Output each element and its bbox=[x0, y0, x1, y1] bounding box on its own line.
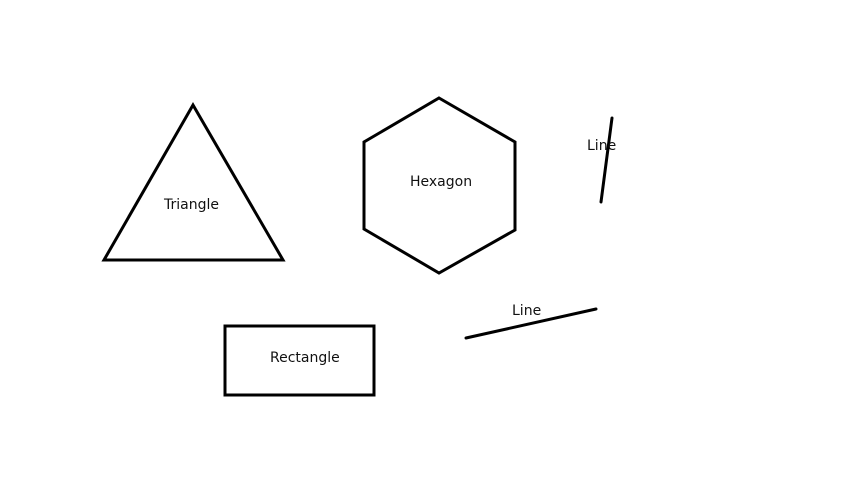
rectangle-outline bbox=[223, 324, 376, 397]
line-horizontal-stroke bbox=[464, 307, 598, 340]
line-vertical-label: Line bbox=[587, 138, 616, 154]
triangle-shape: Triangle bbox=[101, 102, 286, 262]
line-horizontal-label: Line bbox=[512, 303, 541, 319]
hexagon-outline bbox=[362, 96, 517, 275]
line-vertical-stroke bbox=[599, 116, 614, 204]
hexagon-shape: Hexagon bbox=[362, 96, 517, 275]
line-horizontal-shape: Line bbox=[464, 303, 598, 340]
triangle-outline bbox=[101, 102, 286, 262]
rectangle-shape: Rectangle bbox=[223, 324, 376, 397]
hexagon-label: Hexagon bbox=[410, 174, 472, 190]
triangle-label: Triangle bbox=[163, 197, 219, 213]
rectangle-label: Rectangle bbox=[270, 350, 340, 366]
line-vertical-shape: Line bbox=[587, 116, 616, 204]
